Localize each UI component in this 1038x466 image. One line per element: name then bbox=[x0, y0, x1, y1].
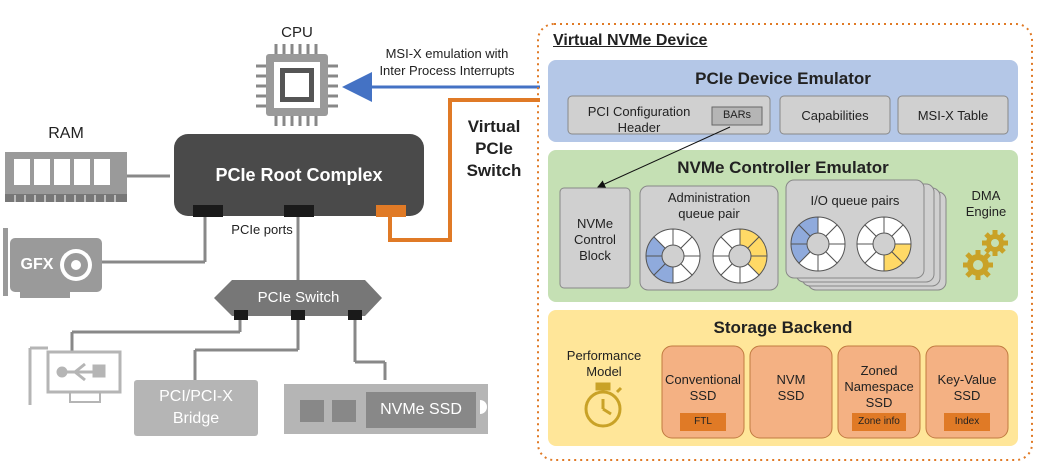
control-block-label-1: NVMe bbox=[576, 216, 614, 231]
nvm-label-1: NVM bbox=[776, 372, 806, 387]
virtual-switch-label-1: Virtual bbox=[467, 117, 521, 136]
kv-label-2: SSD bbox=[953, 388, 981, 403]
nvm-ssd-box bbox=[749, 345, 833, 439]
nvme-ssd-icon bbox=[284, 384, 488, 434]
root-complex-label: PCIe Root Complex bbox=[215, 165, 383, 185]
msix-table-label: MSI-X Table bbox=[917, 108, 989, 123]
switch-label: PCIe Switch bbox=[257, 289, 340, 306]
admin-queue-ring-1 bbox=[645, 228, 701, 284]
queue-slot bbox=[653, 228, 674, 249]
root-port-2 bbox=[284, 205, 314, 217]
virtual-device-frame bbox=[537, 23, 1033, 461]
kv-label-1: Key-Value bbox=[937, 372, 997, 387]
root-port-3 bbox=[376, 205, 406, 217]
control-block-box bbox=[559, 187, 631, 289]
control-block-label-2: Control bbox=[574, 232, 616, 247]
host-connections bbox=[70, 174, 387, 380]
nvm-label-2: SSD bbox=[777, 388, 805, 403]
dma-label-2: Engine bbox=[965, 204, 1007, 219]
gfx-card-icon bbox=[3, 228, 102, 298]
io-queue-ring-2 bbox=[856, 216, 912, 272]
index-tag-box bbox=[944, 413, 990, 431]
zone-info-tag-box bbox=[852, 413, 906, 431]
zone-info-tag: Zone info bbox=[858, 416, 900, 427]
nvme-controller-title: NVMe Controller Emulator bbox=[677, 158, 889, 177]
capabilities-label: Capabilities bbox=[801, 108, 869, 123]
root-port-1 bbox=[193, 205, 223, 217]
virtual-device-title: Virtual NVMe Device bbox=[553, 32, 708, 49]
performance-label-2: Model bbox=[586, 364, 622, 379]
zoned-label-3: SSD bbox=[865, 395, 893, 410]
queue-slot bbox=[720, 228, 741, 249]
io-queue-ring-1 bbox=[790, 216, 846, 272]
ram-label: RAM bbox=[48, 125, 84, 142]
pcie-switch-shape bbox=[214, 280, 382, 316]
msix-table-box bbox=[897, 95, 1009, 135]
control-block-label-3: Block bbox=[579, 248, 611, 263]
bars-label: BARs bbox=[722, 109, 752, 121]
ftl-tag: FTL bbox=[694, 416, 712, 427]
root-complex-box bbox=[174, 134, 424, 216]
io-queue-label: I/O queue pairs bbox=[810, 193, 900, 208]
cpu-label: CPU bbox=[281, 24, 313, 41]
bridge-box bbox=[134, 380, 258, 436]
zoned-label-2: Namespace bbox=[844, 379, 914, 394]
ports-label: PCIe ports bbox=[231, 222, 293, 237]
queue-slot bbox=[864, 216, 885, 237]
ftl-tag-box bbox=[680, 413, 726, 431]
virtual-switch-label-2: PCIe bbox=[475, 139, 513, 158]
queue-slot bbox=[798, 216, 819, 237]
config-header-label-2: Header bbox=[617, 120, 661, 135]
bridge-label-1: PCI/PCI-X bbox=[159, 388, 233, 405]
pcie-emulator-title: PCIe Device Emulator bbox=[695, 69, 871, 88]
admin-queue-ring-2 bbox=[712, 228, 768, 284]
admin-queue-label-2: queue pair bbox=[678, 206, 740, 221]
conventional-label-1: Conventional bbox=[665, 372, 741, 387]
msi-label-1: MSI-X emulation with bbox=[385, 46, 509, 61]
ram-icon bbox=[5, 152, 127, 202]
capabilities-box bbox=[779, 95, 891, 135]
network-card-icon bbox=[28, 346, 122, 405]
dma-label-1: DMA bbox=[971, 188, 1001, 203]
admin-queue-label-1: Administration bbox=[667, 190, 751, 205]
performance-label-1: Performance bbox=[566, 348, 642, 363]
zoned-label-1: Zoned bbox=[860, 363, 898, 378]
virtual-switch-label-3: Switch bbox=[466, 161, 522, 180]
config-header-label-1: PCI Configuration bbox=[587, 104, 691, 119]
gfx-label: GFX bbox=[20, 256, 54, 273]
index-tag: Index bbox=[954, 416, 980, 427]
bars-to-control-arrow bbox=[597, 126, 731, 188]
conventional-label-2: SSD bbox=[689, 388, 717, 403]
stopwatch-icon bbox=[584, 382, 623, 428]
cpu-icon bbox=[256, 44, 338, 126]
virtual-link-line bbox=[388, 98, 540, 242]
msi-label-2: Inter Process Interrupts bbox=[379, 63, 515, 78]
bridge-label-2: Bridge bbox=[172, 410, 220, 427]
gear-icon bbox=[963, 230, 1008, 280]
nvme-ssd-label: NVMe SSD bbox=[380, 401, 462, 418]
storage-title: Storage Backend bbox=[713, 318, 853, 337]
admin-queue-box bbox=[639, 185, 779, 291]
bars-box bbox=[711, 106, 763, 126]
